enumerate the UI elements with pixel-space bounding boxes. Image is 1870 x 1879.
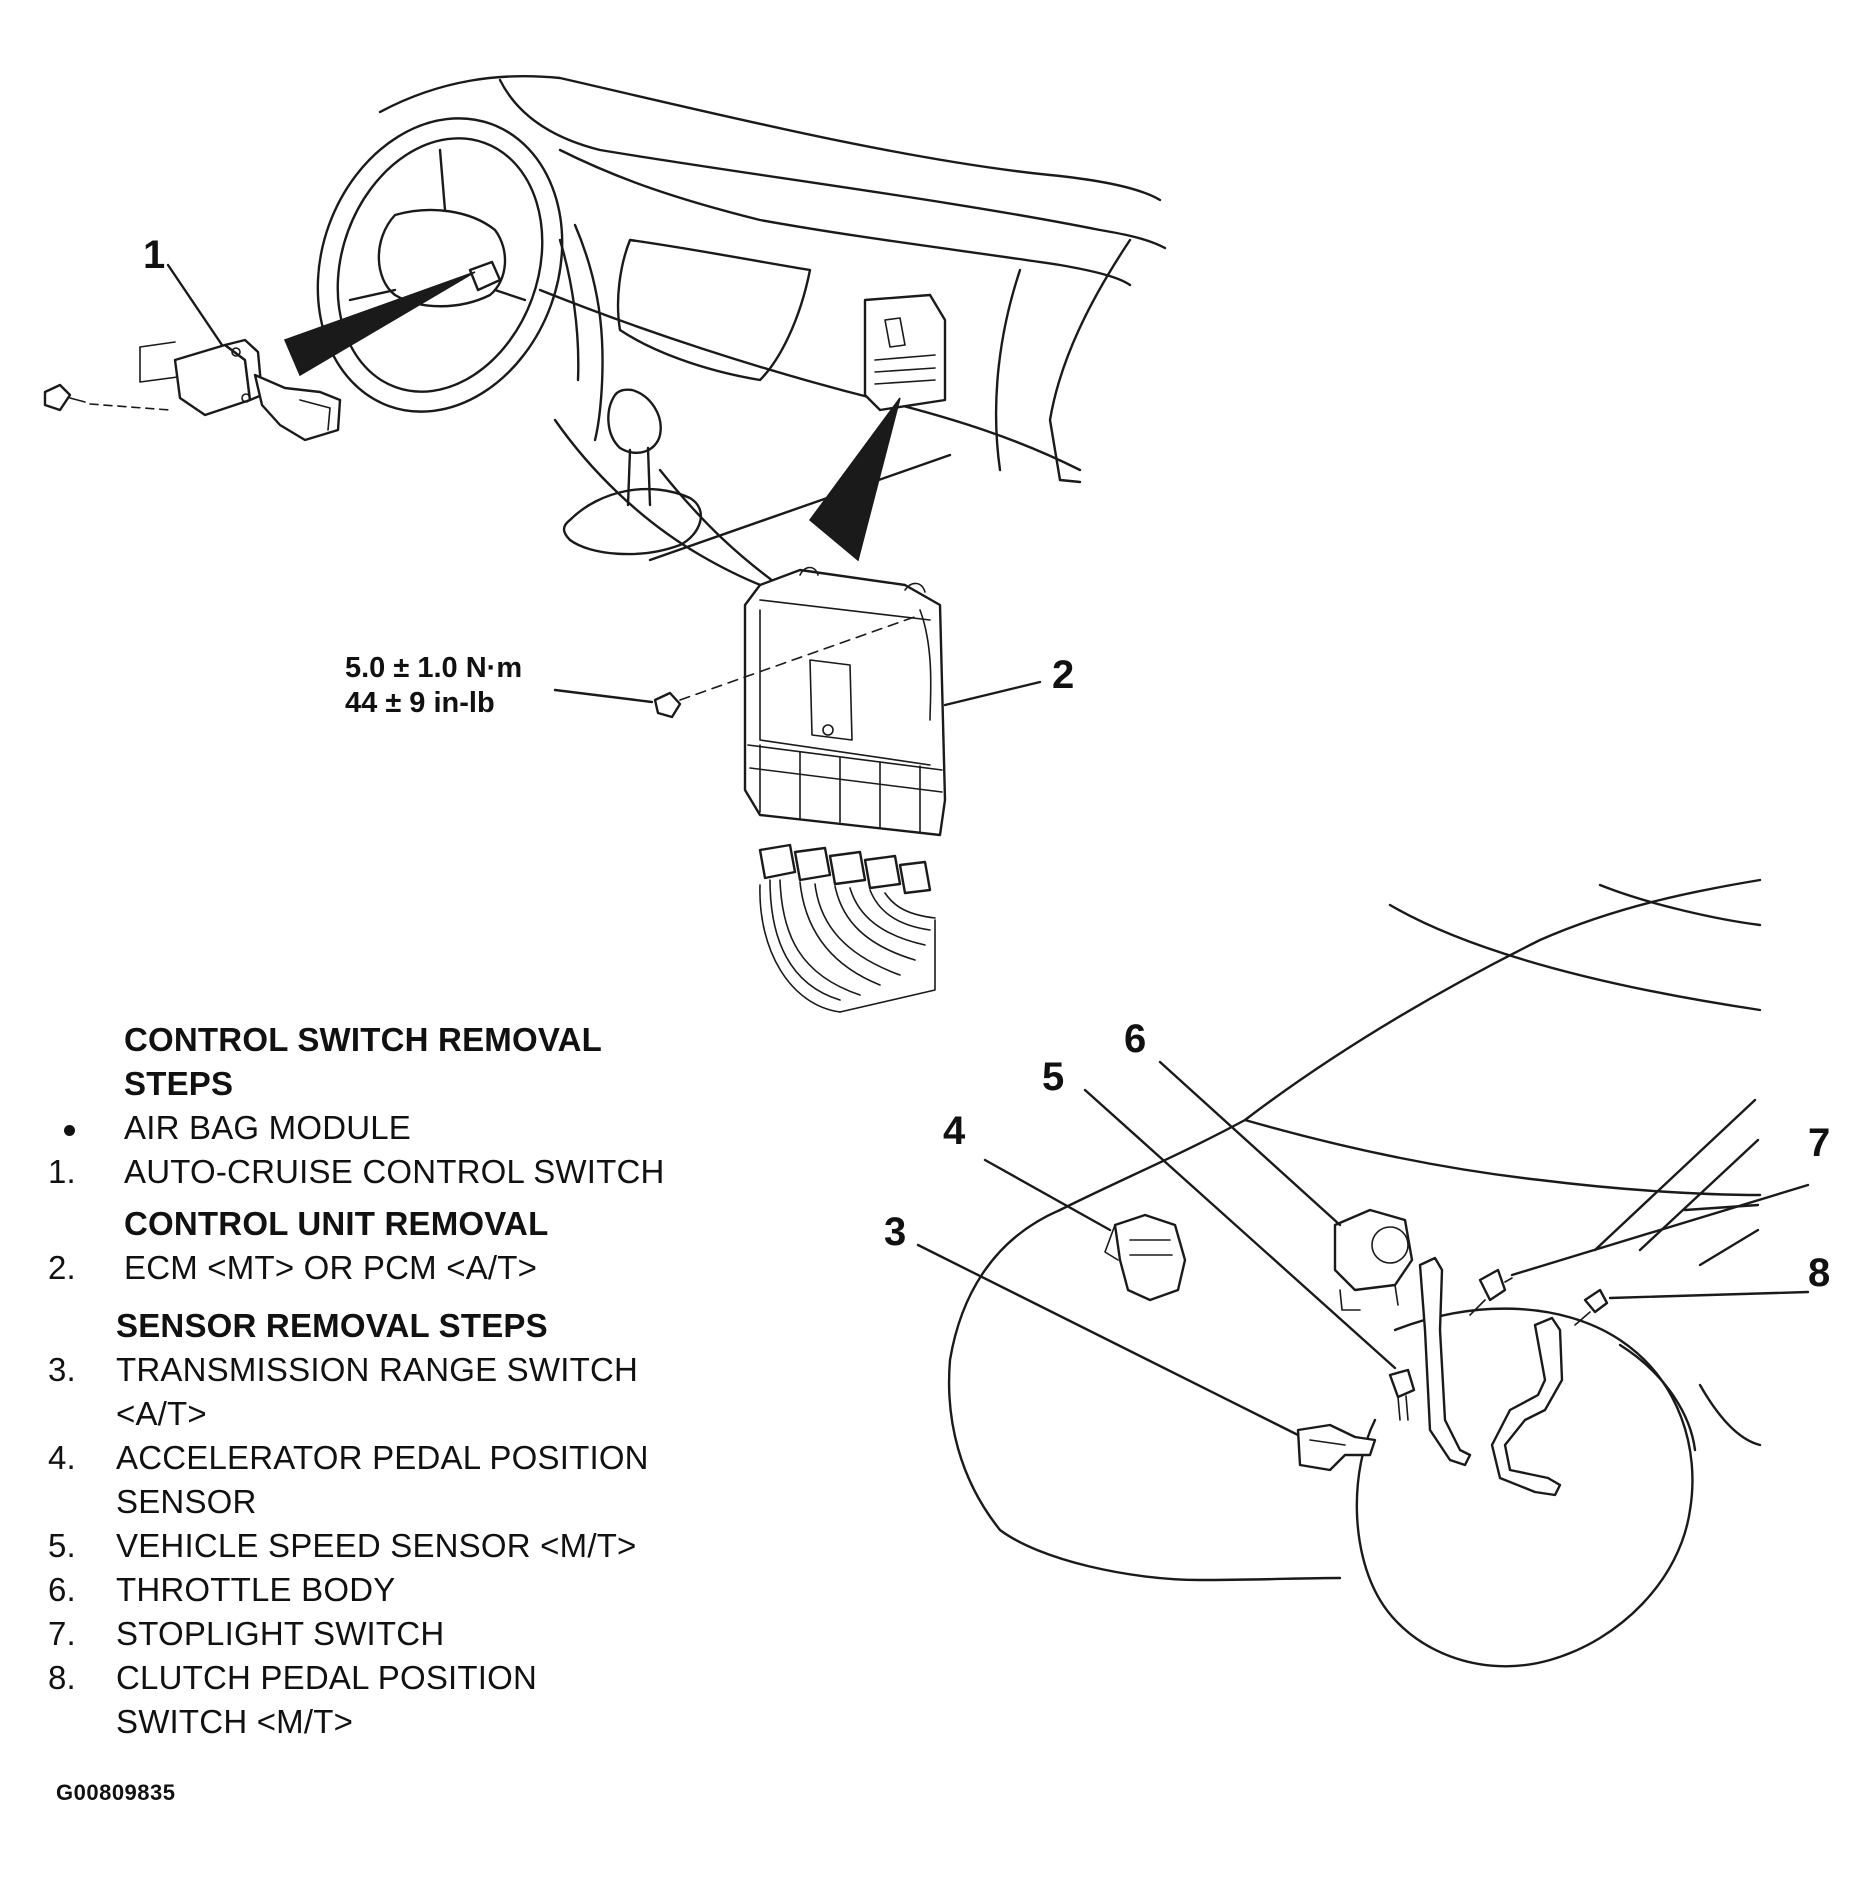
legend-step-4: 4. ACCELERATOR PEDAL POSITION SENSOR [48, 1436, 788, 1524]
legend-bullet [48, 1106, 124, 1150]
legend-step-line2: <A/T> [116, 1395, 207, 1432]
legend-step-8: 8. CLUTCH PEDAL POSITION SWITCH <M/T> [48, 1656, 788, 1744]
legend-step-text: ECM <MT> OR PCM <A/T> [124, 1249, 538, 1286]
dashboard-drawing [283, 74, 1167, 612]
legend-step-text: THROTTLE BODY [116, 1571, 396, 1608]
legend-step-text: AUTO-CRUISE CONTROL SWITCH [124, 1153, 665, 1190]
control-switch-heading-line2: STEPS [124, 1065, 234, 1102]
control-switch-heading: CONTROL SWITCH REMOVAL STEPS [124, 1018, 788, 1106]
callout-8: 8 [1808, 1251, 1830, 1295]
legend-step-2: 2. ECM <MT> OR PCM <A/T> [48, 1246, 788, 1290]
bullet-icon [64, 1124, 75, 1136]
callout-4: 4 [943, 1109, 966, 1153]
auto-cruise-switch-drawing [43, 263, 342, 442]
torque-spec-metric: 5.0 ± 1.0 N·m [345, 652, 522, 684]
legend-step-line1: TRANSMISSION RANGE SWITCH [116, 1351, 639, 1388]
legend-step-num: 5. [48, 1527, 76, 1564]
callout-6: 6 [1124, 1017, 1146, 1061]
legend-step-3: 3. TRANSMISSION RANGE SWITCH <A/T> [48, 1348, 788, 1436]
legend-step-num: 4. [48, 1439, 76, 1476]
callout-1: 1 [143, 233, 165, 277]
legend-step-text: STOPLIGHT SWITCH [116, 1615, 445, 1652]
legend-step-line2: SENSOR [116, 1483, 257, 1520]
control-unit-heading: CONTROL UNIT REMOVAL [124, 1205, 549, 1242]
legend-step-num: 8. [48, 1659, 76, 1696]
figure-code: G00809835 [56, 1780, 176, 1805]
legend: CONTROL SWITCH REMOVAL STEPS AIR BAG MOD… [48, 1018, 788, 1744]
callout-7: 7 [1808, 1121, 1830, 1165]
legend-step-text: CLUTCH PEDAL POSITION SWITCH <M/T> [116, 1656, 788, 1744]
legend-step-airbag: AIR BAG MODULE [48, 1106, 788, 1150]
legend-step-text: ACCELERATOR PEDAL POSITION SENSOR [116, 1436, 788, 1524]
callout-3: 3 [884, 1210, 906, 1254]
legend-step-line1: ACCELERATOR PEDAL POSITION [116, 1439, 649, 1476]
legend-step-5: 5. VEHICLE SPEED SENSOR <M/T> [48, 1524, 788, 1568]
legend-step-text: VEHICLE SPEED SENSOR <M/T> [116, 1527, 637, 1564]
sensor-removal-heading: SENSOR REMOVAL STEPS [116, 1307, 548, 1344]
legend-step-num: 7. [48, 1615, 76, 1652]
legend-step-num: 1. [48, 1153, 76, 1190]
legend-step-num: 2. [48, 1249, 76, 1286]
legend-step-num: 3. [48, 1351, 76, 1388]
engine-bay-drawing [947, 878, 1762, 1668]
callout-5: 5 [1042, 1055, 1064, 1099]
sensor-parts-drawing [916, 1060, 1810, 1497]
legend-step-num: 6. [48, 1571, 76, 1608]
legend-step-text: AIR BAG MODULE [124, 1109, 412, 1146]
legend-step-line1: CLUTCH PEDAL POSITION [116, 1659, 538, 1696]
legend-step-line2: SWITCH <M/T> [116, 1703, 354, 1740]
legend-step-6: 6. THROTTLE BODY [48, 1568, 788, 1612]
legend-step-1: 1. AUTO-CRUISE CONTROL SWITCH [48, 1150, 788, 1194]
control-switch-heading-line1: CONTROL SWITCH REMOVAL [124, 1021, 602, 1058]
callout-2: 2 [1052, 653, 1074, 697]
ecm-drawing [553, 566, 1042, 1013]
legend-step-text: TRANSMISSION RANGE SWITCH <A/T> [116, 1348, 788, 1436]
torque-spec-imperial: 44 ± 9 in-lb [345, 687, 495, 719]
legend-step-7: 7. STOPLIGHT SWITCH [48, 1612, 788, 1656]
